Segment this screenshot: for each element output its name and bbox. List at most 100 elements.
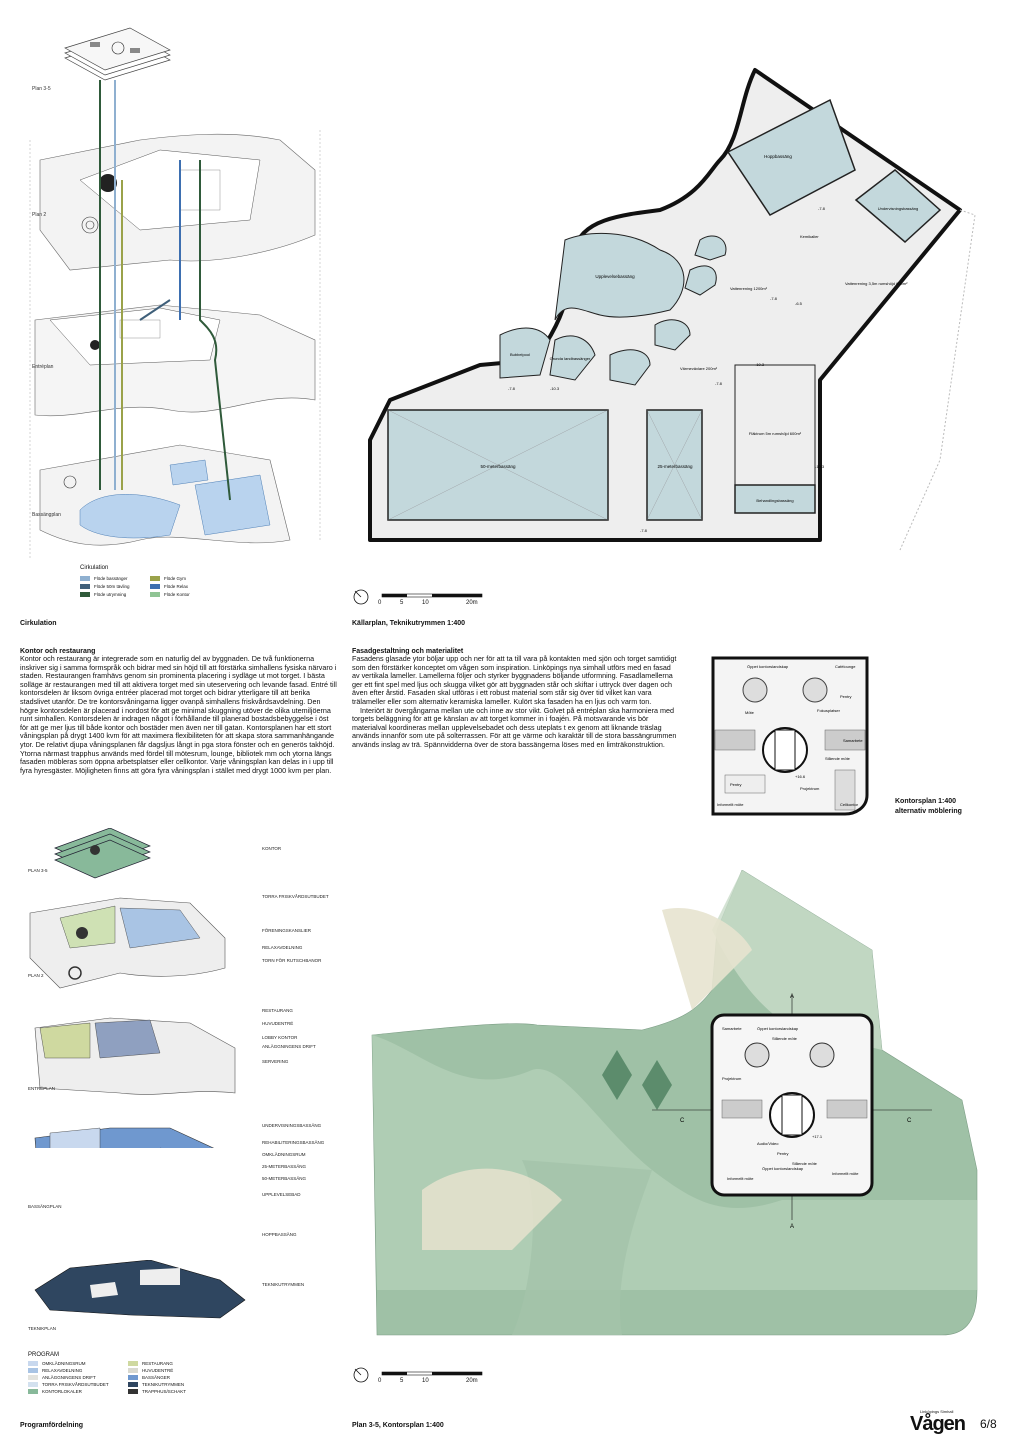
site-plan: Samarbete Öppet kontorslandskap Stående … bbox=[362, 869, 982, 1340]
level-mark: -7.8 bbox=[715, 381, 723, 386]
legend-item: BASSÄNGER bbox=[128, 1374, 228, 1381]
circulation-legend-title: Cirkulation bbox=[80, 565, 109, 571]
level-label-plan-2: Plan 2 bbox=[32, 212, 46, 218]
svg-text:Audio/Video: Audio/Video bbox=[757, 1141, 779, 1146]
svg-text:Öppet kontorslandskap: Öppet kontorslandskap bbox=[762, 1166, 804, 1171]
svg-text:Möte: Möte bbox=[745, 710, 755, 715]
svg-text:Projektrum: Projektrum bbox=[800, 786, 820, 791]
level-mark: -7.8 bbox=[818, 206, 826, 211]
room-vattenr2: Vattenrening 3,5m rumshöjd 600m² bbox=[845, 281, 908, 286]
body-fasad-2: Interiört är övergångarna mellan ute och… bbox=[352, 705, 677, 749]
circulation-diagram: Plan 3-5 Plan 2 Entréplan Bassängplan bbox=[20, 20, 340, 610]
level-label-entre: Entréplan bbox=[32, 364, 54, 370]
svg-text:Cellkontor: Cellkontor bbox=[840, 802, 859, 807]
program-label: TEKNIKUTRYMMEN bbox=[262, 1282, 305, 1287]
program-label: UPPLEVELSEBAD bbox=[262, 1192, 301, 1197]
program-label: TORN FÖR RUTSCHBANOR bbox=[262, 958, 322, 963]
svg-text:Informellt möte: Informellt möte bbox=[717, 802, 744, 807]
program-label: LOBBY KONTOR bbox=[262, 1035, 298, 1040]
svg-text:Pentry: Pentry bbox=[840, 694, 852, 699]
site-scale bbox=[352, 1366, 492, 1388]
room-behandling: Behandlingsbassäng bbox=[756, 498, 793, 503]
program-label: KONTOR bbox=[262, 846, 282, 851]
room-bubbel: Bubbelpool bbox=[510, 352, 530, 357]
program-label: SERVERING bbox=[262, 1059, 289, 1064]
body-kontor: Kontor och restaurang är integrerade som… bbox=[20, 654, 337, 775]
program-label: REHABILITERINGSBASSÄNG bbox=[262, 1140, 325, 1145]
program-label: FÖRENINGSKANSLIER bbox=[262, 928, 312, 933]
office-alt-caption-1: Kontorsplan 1:400 bbox=[895, 798, 957, 805]
program-level: BASSÄNGPLAN bbox=[28, 1204, 62, 1209]
scale-10: 10 bbox=[422, 600, 429, 606]
program-level: PLAN 2 bbox=[28, 973, 44, 978]
program-level: PLAN 3-5 bbox=[28, 868, 48, 873]
legend-item: Flöde utrymning bbox=[80, 591, 150, 598]
room-kemi: Kemikalier bbox=[800, 234, 819, 239]
room-vatten: Vattenrening 1200m² bbox=[730, 286, 768, 291]
level-label-bassang: Bassängplan bbox=[32, 512, 61, 518]
program-label: 50-METERBASSÄNG bbox=[262, 1176, 307, 1181]
scale-20: 20m bbox=[466, 600, 478, 606]
svg-text:Stående möte: Stående möte bbox=[772, 1036, 798, 1041]
section-mark: A bbox=[790, 1224, 794, 1230]
body-fasad-1: Fasadens glasade ytor böljar upp och ner… bbox=[352, 654, 677, 706]
program-label: UNDERVISNINGSBASSÄNG bbox=[262, 1123, 322, 1128]
svg-text:Projektrum: Projektrum bbox=[722, 1076, 742, 1081]
scale-5: 5 bbox=[400, 1378, 404, 1384]
plan-3-5-slab bbox=[64, 27, 171, 81]
program-caption: Programfördelning bbox=[20, 1422, 84, 1429]
svg-text:Stående möte: Stående möte bbox=[825, 756, 851, 761]
section-mark: C bbox=[907, 1118, 912, 1124]
north-arrow-icon bbox=[353, 1367, 369, 1383]
program-label: OMKLÄDNINGSRUM bbox=[262, 1152, 306, 1157]
legend-item: TORRA FRISKVÅRDSUTBUDET bbox=[28, 1381, 128, 1388]
plan-2-slab bbox=[39, 133, 316, 271]
room-tjugofem: 25-meterbassäng bbox=[657, 464, 693, 469]
room-hopp: Hoppbassäng bbox=[764, 154, 792, 159]
north-arrow-icon bbox=[353, 589, 369, 605]
legend-item: TRAPPHUS/SCHAKT bbox=[128, 1388, 228, 1395]
scale-5: 5 bbox=[400, 600, 404, 606]
heading-kontor: Kontor och restaurang bbox=[20, 648, 96, 655]
room-upplevelse: Upplevelsebassäng bbox=[595, 274, 635, 279]
svg-text:+16.6: +16.6 bbox=[795, 774, 806, 779]
legend-item: Flöde Gym bbox=[150, 575, 220, 582]
level-mark: -10.3 bbox=[550, 386, 560, 391]
teknik-plan-diagram bbox=[30, 1259, 250, 1320]
svg-text:Stående möte: Stående möte bbox=[792, 1161, 818, 1166]
level-mark: -7.8 bbox=[770, 296, 778, 301]
footer: Vågen Linköpings Simhall 6/8 bbox=[910, 1405, 1010, 1435]
svg-text:Öppet kontorslandskap: Öppet kontorslandskap bbox=[757, 1026, 799, 1031]
program-level: TEKNIKPLAN bbox=[28, 1326, 57, 1331]
legend-item: Flöde bassänger bbox=[80, 575, 150, 582]
program-legend: PROGRAM OMKLÄDNINGSRUM RESTAURANG RELAXA… bbox=[28, 1352, 228, 1395]
section-mark: C bbox=[680, 1118, 685, 1124]
scale-0: 0 bbox=[378, 1378, 382, 1384]
svg-text:Fokusplatser: Fokusplatser bbox=[817, 708, 841, 713]
office-alt-caption-2: alternativ möblering bbox=[895, 808, 962, 815]
office-alt-plan: Öppet kontorslandskap Cafélounge Pentry … bbox=[705, 650, 875, 820]
basement-plan: Hoppbassäng Undervisningsbassäng Uppleve… bbox=[360, 60, 980, 560]
level-mark: -6.5 bbox=[795, 301, 803, 306]
room-flak: Fläktrum 5m rumshöjd 600m² bbox=[749, 431, 802, 436]
svg-text:Pentry: Pentry bbox=[777, 1151, 789, 1156]
svg-text:Samarbete: Samarbete bbox=[722, 1026, 742, 1031]
circulation-legend: Cirkulation Flöde bassänger Flöde Gym Fl… bbox=[80, 565, 240, 598]
svg-text:Informellt möte: Informellt möte bbox=[727, 1176, 754, 1181]
room-varme: Värmeväxlare 200m² bbox=[680, 366, 718, 371]
legend-item: RELAXAVDELNING bbox=[28, 1367, 128, 1374]
program-label: HOPPBASSÄNG bbox=[262, 1232, 297, 1237]
circulation-caption: Cirkulation bbox=[20, 620, 57, 627]
legend-item: Flöde 50m tävling bbox=[80, 583, 150, 590]
legend-item: Flöde Kontor bbox=[150, 591, 220, 598]
level-mark: -10.3 bbox=[815, 464, 825, 469]
legend-item: ANLÄGGNINGENS DRIFT bbox=[28, 1374, 128, 1381]
site-caption: Plan 3-5, Kontorsplan 1:400 bbox=[352, 1422, 444, 1429]
basement-caption: Källarplan, Teknikutrymmen 1:400 bbox=[352, 620, 466, 627]
text-block-mid: Fasadgestaltning och materialitet Fasade… bbox=[352, 648, 677, 750]
program-label: HUVUDENTRÉ bbox=[262, 1021, 294, 1026]
level-label-plan-3-5: Plan 3-5 bbox=[32, 86, 51, 92]
program-label: 25-METERBASSÄNG bbox=[262, 1164, 307, 1169]
basement-scale bbox=[352, 588, 492, 610]
level-mark: -7.8 bbox=[508, 386, 516, 391]
